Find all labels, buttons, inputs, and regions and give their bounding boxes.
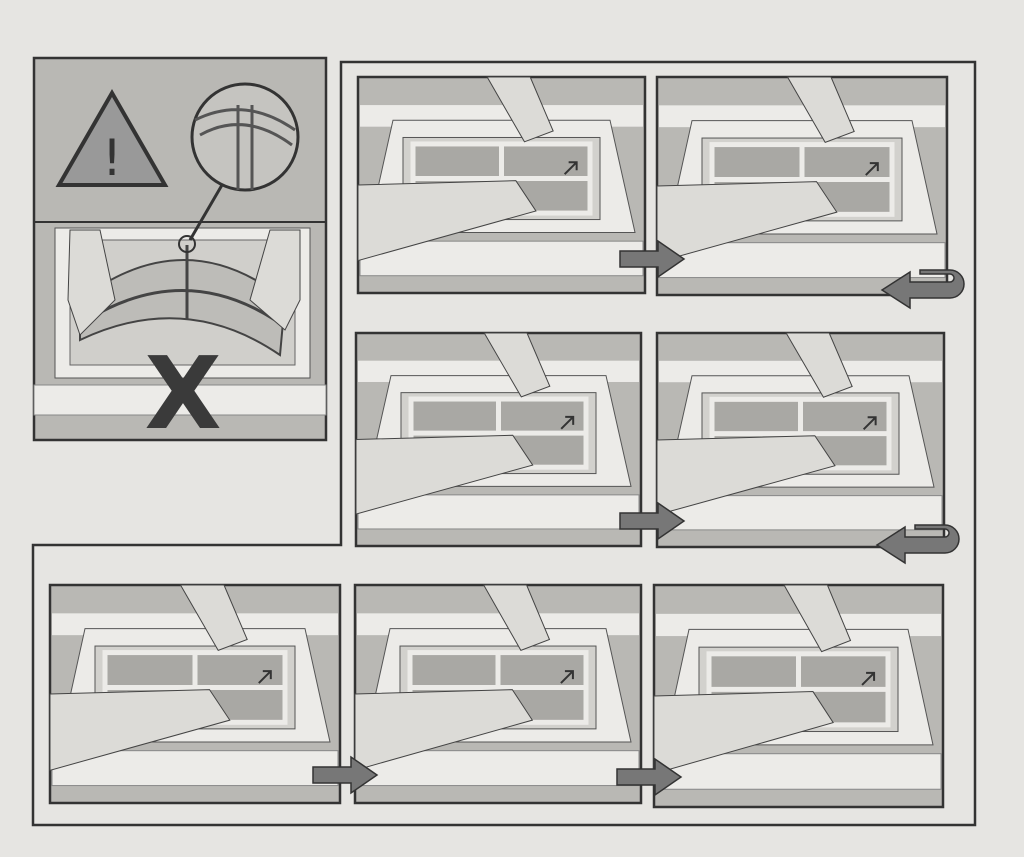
hand xyxy=(179,584,248,652)
arrow-right-icon xyxy=(619,501,686,541)
hand xyxy=(67,229,116,336)
direction-arrow-icon xyxy=(861,671,876,686)
direction-arrow-icon xyxy=(865,162,879,176)
arm xyxy=(354,689,534,771)
arrow-right-icon xyxy=(616,757,683,797)
warning-symbol: ! xyxy=(102,129,122,187)
arm xyxy=(656,435,836,516)
arm xyxy=(653,691,834,775)
hand xyxy=(783,584,852,653)
step-panel-1 xyxy=(356,75,647,295)
step-panel-6 xyxy=(353,583,643,805)
hand xyxy=(785,332,853,398)
hand xyxy=(486,76,554,143)
arm xyxy=(357,180,537,262)
warning-triangle-icon xyxy=(55,88,169,187)
wrong-x-icon: X xyxy=(144,335,221,452)
steps-frame xyxy=(31,60,977,827)
arrow-right-icon xyxy=(312,755,379,795)
hand xyxy=(249,229,301,331)
u-turn-arrow-icon xyxy=(880,269,965,310)
arm xyxy=(355,434,534,515)
direction-arrow-icon xyxy=(258,670,272,684)
warning-panel: ! X xyxy=(32,56,328,452)
arm xyxy=(49,689,231,771)
step-panel-4 xyxy=(655,331,946,549)
hand xyxy=(483,332,551,398)
step-panel-2 xyxy=(655,75,949,297)
arrow-right-icon xyxy=(619,239,686,279)
hand xyxy=(482,584,551,652)
direction-arrow-icon xyxy=(560,415,575,430)
direction-arrow-icon xyxy=(563,161,578,175)
u-turn-arrow-icon xyxy=(875,524,960,565)
direction-arrow-icon xyxy=(862,416,877,431)
arm xyxy=(656,181,838,263)
step-panel-5 xyxy=(48,583,342,805)
step-panel-7 xyxy=(652,583,945,809)
step-panel-3 xyxy=(354,331,643,548)
hand xyxy=(786,76,855,144)
direction-arrow-icon xyxy=(560,670,574,684)
